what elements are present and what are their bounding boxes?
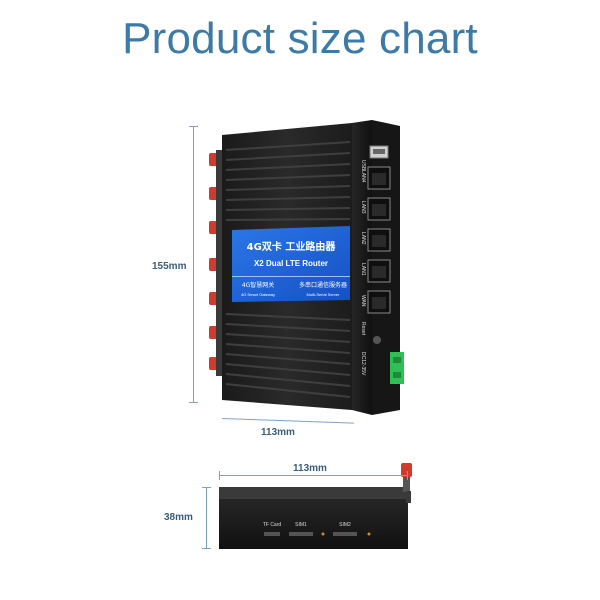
wan-label: WAN: [360, 295, 366, 307]
depth-label: 38mm: [164, 512, 193, 523]
antenna: [209, 187, 218, 200]
lan-ports: [367, 166, 391, 314]
sim1-label: SIM1: [295, 522, 307, 528]
tf-card-label: TF Card: [263, 522, 282, 528]
tf-card-slot: [264, 532, 280, 536]
page-title: Product size chart: [122, 14, 478, 63]
antenna: [209, 221, 218, 234]
antenna: [209, 357, 218, 370]
antenna: [401, 463, 412, 477]
power-label: DC12-35V: [360, 352, 366, 376]
antenna-group: [209, 150, 223, 376]
reset-label: Reset: [360, 322, 366, 336]
height-dimension-line: [193, 126, 194, 403]
usb-label: USB: [360, 160, 366, 171]
label-right-cn: 多串口通信服务器: [299, 281, 347, 289]
lan2-label: LAN2: [360, 232, 366, 245]
label-left-en: 4G Smart Gateway: [241, 292, 275, 297]
label-subtitle: X2 Dual LTE Router: [254, 259, 328, 268]
product-label: [232, 226, 350, 302]
label-left-cn: 4G智慧网关: [242, 281, 274, 289]
sim2-slot: [333, 532, 357, 536]
lan1-label: LAN1: [360, 263, 366, 276]
label-main-title: 4G双卡 工业路由器: [247, 240, 337, 253]
lan3-label: LAN3: [360, 201, 366, 214]
antenna: [209, 153, 218, 166]
width-label-top: 113mm: [293, 463, 327, 474]
sim1-slot: [289, 532, 313, 536]
power-terminal: [390, 352, 404, 384]
label-right-en: Multi-Serial Server: [307, 292, 341, 297]
width-dimension-line-top: [219, 475, 408, 476]
antenna: [209, 326, 218, 339]
sim2-label: SIM2: [339, 522, 351, 528]
antenna: [209, 258, 218, 271]
lan4-label: LAN4: [360, 170, 366, 183]
width-label-front: 113mm: [261, 427, 295, 438]
height-label: 155mm: [152, 261, 187, 272]
reset-button: [373, 336, 381, 344]
antenna: [209, 292, 218, 305]
depth-dimension-line: [206, 487, 207, 549]
